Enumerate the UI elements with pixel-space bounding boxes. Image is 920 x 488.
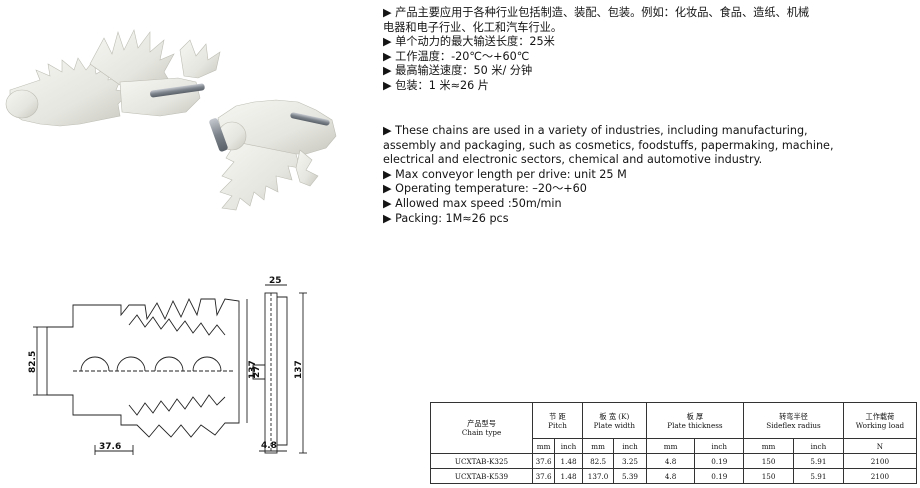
en-line: assembly and packaging, such as cosmetic… xyxy=(383,138,834,152)
unit-cell: inch xyxy=(554,438,583,454)
cn-line: ▶ 产品主要应用于各种行业包括制造、装配、包装。例如：化妆品、食品、造纸、机械 xyxy=(383,6,810,19)
th-plate-width: 板 宽 (K)Plate width xyxy=(581,402,647,439)
table-row: UCXTAB-K539 37.6 1.48 137.0 5.39 4.8 0.1… xyxy=(429,468,918,484)
unit-cell: N xyxy=(842,438,918,454)
en-line: ▶ Packing: 1M≈26 pcs xyxy=(383,211,509,225)
en-line: ▶ Max conveyor length per drive: unit 25… xyxy=(383,167,627,181)
cell: 150 xyxy=(743,453,794,469)
cell-chain-type: UCXTAB-K539 xyxy=(429,468,534,484)
chain-pin-right xyxy=(209,118,228,152)
drawing-knuckle xyxy=(116,356,146,372)
dim-thickness: 4.8 xyxy=(261,441,277,451)
cell-chain-type: UCXTAB-K325 xyxy=(429,453,534,469)
unit-cell: mm xyxy=(532,438,556,454)
dim-height-mid: 137 xyxy=(248,360,258,379)
en-line: ▶ Operating temperature: –20～+60 xyxy=(383,182,587,196)
cell: 1.48 xyxy=(554,453,583,469)
unit-cell: inch xyxy=(792,438,844,454)
cell: 37.6 xyxy=(532,453,556,469)
cn-line: ▶ 单个动力的最大输送长度：25米 xyxy=(383,35,555,49)
unit-cell: mm xyxy=(645,438,696,454)
cell: 1.48 xyxy=(554,468,583,484)
english-description: ▶ These chains are used in a variety of … xyxy=(383,124,913,226)
cell: 4.8 xyxy=(645,468,696,484)
cell: 2100 xyxy=(842,468,918,484)
table-row: UCXTAB-K325 37.6 1.48 82.5 3.25 4.8 0.19… xyxy=(429,453,918,469)
dim-top: 25 xyxy=(269,276,282,286)
unit-cell: mm xyxy=(743,438,794,454)
drawing-knuckle xyxy=(154,356,184,372)
cn-line: ▶ 最高输送速度：50 米/ 分钟 xyxy=(383,64,533,78)
unit-cell: inch xyxy=(613,438,647,454)
technical-drawing: 82.5 37.6 137 25 27 4.8 137 xyxy=(28,276,307,455)
chain-segment-left xyxy=(5,29,221,127)
cn-line: 电器和电子行业、化工和汽车行业。 xyxy=(383,20,563,34)
chinese-description: ▶ 产品主要应用于各种行业包括制造、装配、包装。例如：化妆品、食品、造纸、机械 … xyxy=(383,6,913,94)
en-line: electrical and electronic sectors, chemi… xyxy=(383,153,763,167)
drawing-plate-left xyxy=(46,297,240,438)
cell: 0.19 xyxy=(694,453,745,469)
unit-cell: inch xyxy=(694,438,745,454)
cell: 3.25 xyxy=(613,453,647,469)
en-line: ▶ Allowed max speed :50m/min xyxy=(383,196,562,210)
cell: 5.39 xyxy=(613,468,647,484)
cn-line: ▶ 工作温度：-20℃～+60℃ xyxy=(383,49,530,63)
cell: 37.6 xyxy=(532,468,556,484)
chain-pin-right-2 xyxy=(290,112,330,126)
drawing-knuckle xyxy=(192,356,222,372)
cell: 82.5 xyxy=(581,453,615,469)
cell: 5.91 xyxy=(792,468,844,484)
cell: 5.91 xyxy=(792,453,844,469)
cell: 2100 xyxy=(842,453,918,469)
drawing-knuckle xyxy=(80,356,110,372)
dim-pin: 27 xyxy=(252,365,262,378)
chain-pin xyxy=(150,83,205,98)
cell: 137.0 xyxy=(581,468,615,484)
dim-height-left: 82.5 xyxy=(28,351,38,373)
cell: 150 xyxy=(743,468,794,484)
chain-segment-right xyxy=(217,99,337,211)
dim-height-right: 137 xyxy=(294,360,304,379)
en-line: ▶ These chains are used in a variety of … xyxy=(383,124,808,137)
product-photo xyxy=(5,29,337,211)
unit-cell: mm xyxy=(581,438,615,454)
dim-pitch: 37.6 xyxy=(99,442,121,452)
cell: 0.19 xyxy=(694,468,745,484)
cell: 4.8 xyxy=(645,453,696,469)
cn-line: ▶ 包装：1 米≈26 片 xyxy=(383,78,489,92)
